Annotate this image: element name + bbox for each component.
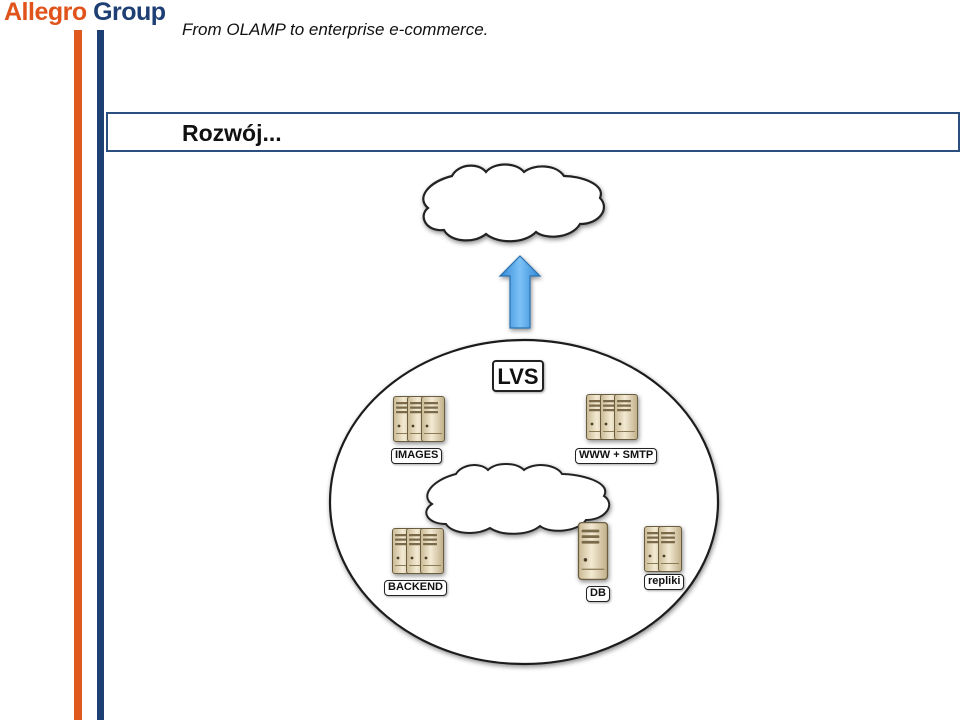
www-server-cluster-icon: [586, 394, 638, 440]
lvs-label: LVS: [492, 360, 544, 392]
backend-server-cluster-icon: [392, 528, 444, 574]
www-smtp-label: WWW + SMTP: [575, 448, 658, 464]
orange-stripe: [74, 30, 82, 720]
internal-cloud-icon: [425, 463, 611, 535]
internet-cloud-icon: [422, 163, 605, 243]
title-box: [106, 112, 960, 152]
backend-label: BACKEND: [384, 580, 447, 596]
images-server-cluster-icon: [393, 396, 445, 442]
database-server-icon: [577, 522, 609, 580]
architecture-diagram: LVS IMAGES WWW + SMTP BACKEND DB repliki: [310, 152, 746, 682]
slide-subtitle: From OLAMP to enterprise e-commerce.: [182, 20, 489, 39]
replica-server-cluster-icon: [644, 526, 682, 572]
repliki-label: repliki: [644, 574, 685, 590]
logo-word-group: Group: [93, 0, 166, 26]
logo-word-allegro: Allegro: [4, 0, 87, 26]
slide-title: Rozwój...: [182, 120, 282, 146]
upload-arrow-icon: [498, 255, 542, 329]
navy-stripe: [97, 30, 104, 720]
db-label: DB: [586, 586, 610, 602]
allegro-group-logo: Allegro Group: [4, 0, 166, 27]
diagram-canvas: [328, 163, 720, 666]
images-label: IMAGES: [391, 448, 443, 464]
